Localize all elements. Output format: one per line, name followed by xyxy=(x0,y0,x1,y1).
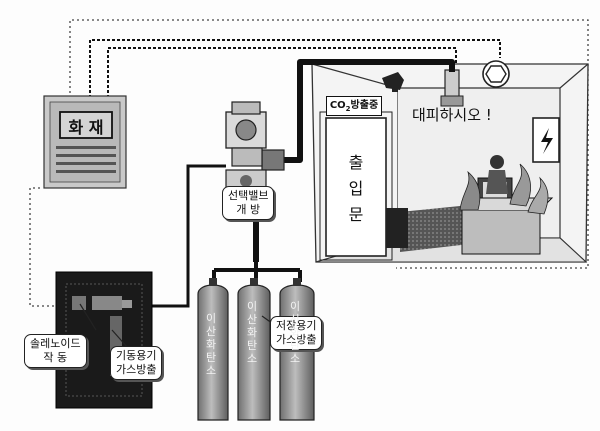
signal-line-outer xyxy=(69,19,589,269)
signal-line-detector xyxy=(107,47,457,98)
cylinder-label: 이산화탄소 xyxy=(247,300,258,365)
co2-sign-prefix: CO xyxy=(329,100,346,111)
pilot-pipe xyxy=(150,164,226,308)
selector-valve xyxy=(225,101,285,193)
selector-valve-line2: 개 방 xyxy=(236,203,261,216)
storage-callout: 저장용기 가스방출 xyxy=(270,316,323,350)
fire-control-panel xyxy=(43,95,127,189)
evacuate-text: 대피하시오 ! xyxy=(412,106,492,124)
start-cylinder-pointer xyxy=(111,329,129,349)
storage-line2: 가스방출 xyxy=(276,333,317,346)
solenoid-line2: 작 동 xyxy=(43,351,68,364)
co2-sign-suffix: 방출중 xyxy=(350,100,379,111)
start-cylinder-callout: 기동용기 가스방출 xyxy=(110,346,163,380)
signal-line-left xyxy=(29,187,58,307)
signal-line-siren xyxy=(89,39,501,98)
cylinder-label: 이산화탄소 xyxy=(206,312,217,377)
selector-valve-line1: 선택밸브 xyxy=(228,189,269,202)
start-cylinder-line1: 기동용기 xyxy=(116,349,157,362)
exit-door-label: 출 입 문 xyxy=(336,150,376,228)
fire-panel-label: 화 재 xyxy=(68,118,104,137)
storage-line1: 저장용기 xyxy=(276,319,317,332)
co2-sign-sub: 2 xyxy=(345,105,351,113)
solenoid-line1: 솔레노이드 xyxy=(30,337,81,350)
exit-door-char: 문 xyxy=(348,205,364,224)
cylinder-label: 이산화탄소 xyxy=(290,300,301,365)
solenoid-callout: 솔레노이드 작 동 xyxy=(24,334,87,368)
start-cylinder-line2: 가스방출 xyxy=(116,363,157,376)
exit-door-char: 입 xyxy=(348,179,364,198)
selector-valve-callout: 선택밸브 개 방 xyxy=(222,186,275,220)
co2-discharge-sign: CO2방출중 xyxy=(326,96,382,116)
solenoid-pointer xyxy=(79,303,97,331)
discharge-pipe xyxy=(268,59,455,163)
exit-door-char: 출 xyxy=(348,153,364,172)
manifold xyxy=(212,262,302,282)
